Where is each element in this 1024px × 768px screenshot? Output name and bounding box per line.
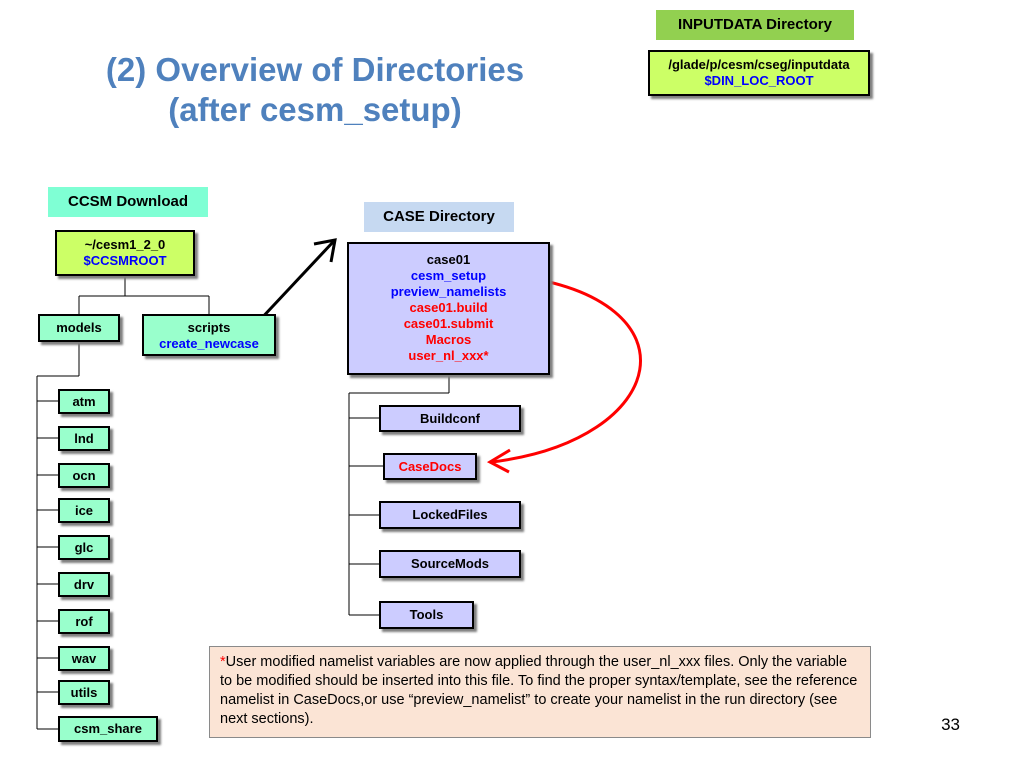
create-case-arrow: [256, 238, 337, 324]
component-drv: drv: [58, 572, 110, 597]
case-file-macros: Macros: [425, 332, 472, 347]
user-nl-to-casedocs-arrow: [486, 274, 642, 474]
case-file-build: case01.build: [409, 300, 488, 315]
scripts-folder: scripts create_newcase: [142, 314, 276, 356]
subdir-casedocs: CaseDocs: [383, 453, 477, 480]
component-csm-share: csm_share: [58, 716, 158, 742]
component-lnd: lnd: [58, 426, 110, 451]
case-file-preview-namelists: preview_namelists: [390, 284, 507, 299]
subdir-lockedfiles: LockedFiles: [379, 501, 521, 529]
subdir-tools: Tools: [379, 601, 474, 629]
case-file-user-nl: user_nl_xxx*: [408, 348, 489, 363]
component-rof: rof: [58, 609, 110, 634]
case-file-cesm-setup: cesm_setup: [410, 268, 487, 283]
ccsm-root-var: $CCSMROOT: [83, 253, 167, 268]
subdir-buildconf: Buildconf: [379, 405, 521, 432]
models-folder: models: [38, 314, 120, 342]
ccsm-download-label: CCSM Download: [48, 187, 208, 217]
user-nl-note: *User modified namelist variables are no…: [209, 646, 871, 738]
subdir-sourcemods: SourceMods: [379, 550, 521, 578]
title-line-1: (2) Overview of Directories: [105, 51, 525, 88]
component-atm: atm: [58, 389, 110, 414]
page-title: (2) Overview of Directories (after cesm_…: [60, 50, 570, 130]
note-asterisk: *: [220, 654, 226, 670]
component-ocn: ocn: [58, 463, 110, 488]
scripts-label: scripts: [187, 320, 231, 335]
ccsm-root-path: ~/cesm1_2_0: [84, 237, 166, 252]
inputdata-path: /glade/p/cesm/cseg/inputdata: [668, 57, 850, 72]
page-number: 33: [941, 715, 960, 734]
inputdata-directory-label: INPUTDATA Directory: [656, 10, 854, 40]
case-root-box: case01 cesm_setup preview_namelists case…: [347, 242, 550, 375]
component-glc: glc: [58, 535, 110, 560]
case-file-submit: case01.submit: [403, 316, 494, 331]
component-wav: wav: [58, 646, 110, 671]
component-utils: utils: [58, 680, 110, 705]
create-newcase-label: create_newcase: [159, 336, 259, 351]
ccsm-root-box: ~/cesm1_2_0 $CCSMROOT: [55, 230, 195, 276]
component-ice: ice: [58, 498, 110, 523]
case-directory-label: CASE Directory: [364, 202, 514, 232]
note-text: User modified namelist variables are now…: [220, 654, 858, 727]
inputdata-path-box: /glade/p/cesm/cseg/inputdata $DIN_LOC_RO…: [648, 50, 870, 96]
inputdata-var: $DIN_LOC_ROOT: [704, 73, 814, 88]
case-name: case01: [426, 252, 471, 267]
title-line-2: (after cesm_setup): [168, 91, 462, 128]
